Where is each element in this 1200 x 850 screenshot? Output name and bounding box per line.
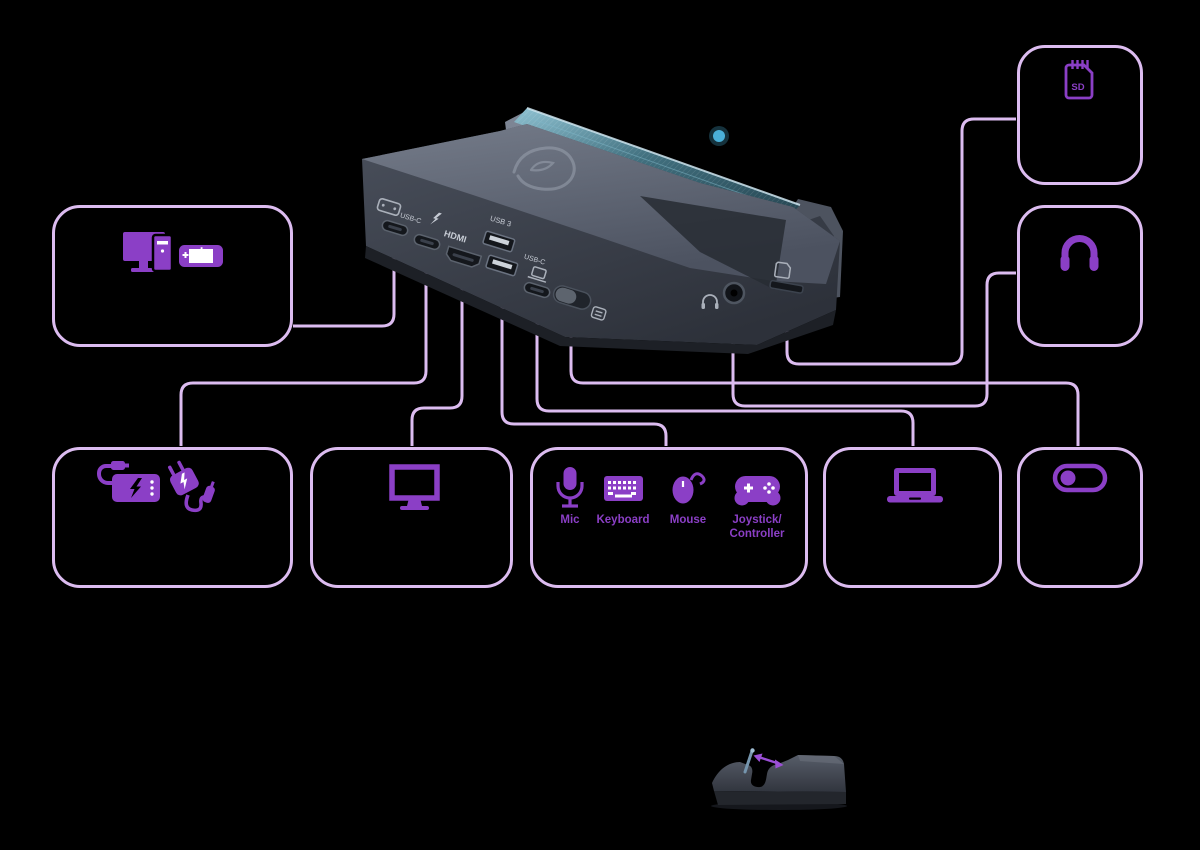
- headphone-jack: [722, 281, 746, 305]
- usb3-ports: [482, 230, 519, 277]
- mouse-icon: [672, 472, 706, 504]
- callout-console: [52, 205, 293, 347]
- svg-text:SD: SD: [1071, 82, 1084, 93]
- adjust-angle-arrow-icon: [753, 753, 784, 769]
- lightning-icon: [430, 212, 442, 225]
- controller-label: Controller: [730, 528, 785, 540]
- mode-switch-glyph: [590, 306, 607, 321]
- connector-lines: [179, 117, 1080, 446]
- desktop-pc-icon: [123, 232, 174, 273]
- line-console-port: [293, 247, 396, 328]
- sd-card-slot: [769, 279, 804, 294]
- callout-headphones: [1017, 205, 1143, 347]
- callout-peripherals: Mic Keyboard Mouse: [530, 447, 808, 588]
- line-usbc-host: [535, 309, 915, 446]
- callout-display: [310, 447, 513, 588]
- joystick-label: Joystick/: [732, 514, 782, 526]
- usb-c-power-port: [413, 233, 441, 251]
- mic-icon: [556, 467, 584, 508]
- line-usbc-power: [179, 259, 428, 446]
- headphones-icon: [1060, 235, 1099, 271]
- laptop-icon: [887, 468, 943, 503]
- handheld-console-icon: [179, 245, 223, 267]
- mouse-label: Mouse: [670, 514, 706, 526]
- laptop-glyph: [527, 266, 547, 283]
- monitor-icon: [389, 464, 440, 510]
- keyboard-icon: [604, 476, 643, 501]
- line-hdmi: [410, 277, 464, 446]
- mode-switch: [552, 285, 592, 310]
- toggle-switch-icon: [1052, 463, 1108, 493]
- mic-label: Mic: [560, 514, 580, 526]
- kickstand: [743, 748, 755, 774]
- hdmi-port: [445, 245, 483, 268]
- dock-logo: [512, 146, 576, 191]
- callout-laptop: [823, 447, 1002, 588]
- dock-body-base: [365, 246, 836, 354]
- callout-sd-card: SD: [1017, 45, 1143, 185]
- usb-c-host-port: [523, 281, 551, 299]
- dock-side-view: [711, 748, 847, 810]
- power-bank-icon: [97, 461, 160, 502]
- sd-card-icon: SD: [1064, 60, 1094, 100]
- usb-c-console-port: [381, 219, 409, 237]
- callout-power: [52, 447, 293, 588]
- callout-switch: [1017, 447, 1143, 588]
- line-sd: [785, 117, 1016, 366]
- sd-glyph: [773, 261, 792, 279]
- handheld-glyph: [376, 197, 402, 217]
- line-usb3: [500, 295, 668, 446]
- keyboard-label: Keyboard: [596, 514, 649, 526]
- line-headphones: [731, 271, 1016, 408]
- line-mode-switch: [569, 321, 1080, 446]
- wall-charger-icon: [167, 460, 215, 513]
- headphones-glyph: [701, 294, 719, 309]
- gamepad-icon: [734, 476, 781, 506]
- dock-device: USB-C HDMI USB 3: [362, 107, 843, 354]
